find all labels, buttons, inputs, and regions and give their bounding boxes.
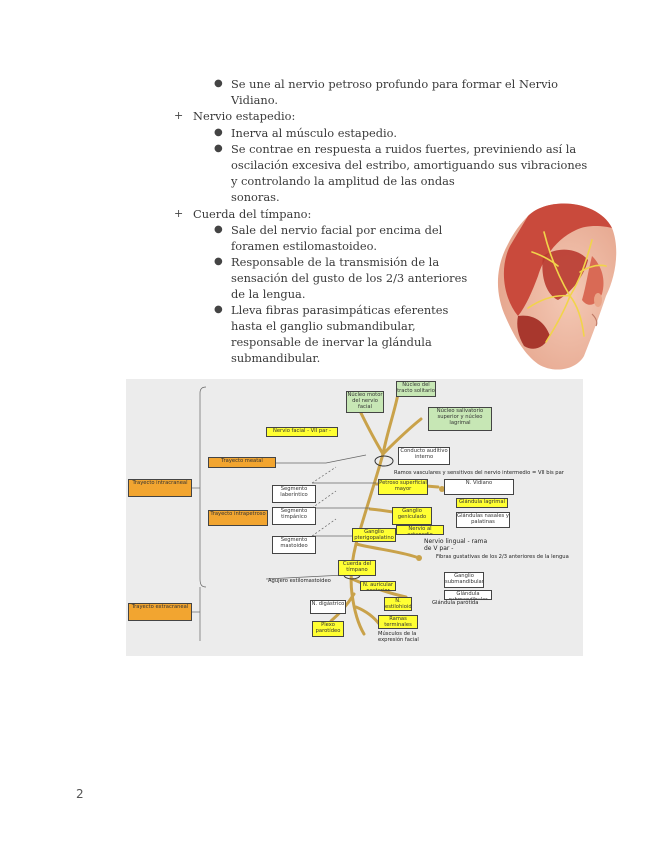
- subheading-cuerda-timpano: Cuerda del tímpano:: [193, 207, 312, 221]
- diagram-lines: [192, 386, 445, 641]
- box-glandulas-nasales: Glándulas nasales y palatinas: [456, 512, 510, 528]
- bullet-marker: ●: [214, 127, 223, 138]
- box-nucleo-motor: Núcleo motor del nervio facial: [346, 391, 384, 413]
- text-line: foramen estilomastoideo.: [231, 239, 377, 253]
- box-glandula-lagrimal: Glándula lagrimal: [456, 498, 508, 508]
- box-segmento-timpanico: Segmento timpánico: [272, 507, 316, 525]
- label-musculos-expresion: Músculos de la expresión facial: [378, 631, 419, 643]
- bullet-marker: ●: [214, 224, 223, 235]
- label-nervio-lingual: Nervio lingual - rama de V par -: [424, 538, 488, 552]
- text-line: responsable de inervar la glándula: [231, 335, 432, 349]
- box-nervio-facial: Nervio facial - VII par -: [266, 427, 338, 437]
- box-glandula-submandibular: Glándula submandibular: [444, 590, 492, 600]
- box-ganglio-geniculado: Ganglio geniculado: [392, 507, 432, 525]
- box-nucleo-tracto: Núcleo del tracto solitario: [396, 381, 436, 397]
- label-glandula-parotida: Glándula parótida: [432, 600, 479, 606]
- text-line: hasta el ganglio submandibular,: [231, 319, 416, 333]
- text-line: Inerva al músculo estapedio.: [231, 126, 397, 140]
- text-line: Se une al nervio petroso profundo para f…: [231, 77, 559, 91]
- box-plexo-parotideo: Plexo parotídeo: [312, 621, 344, 637]
- facial-nerve-diagram: Núcleo motor del nervio facial Núcleo de…: [126, 379, 583, 656]
- text-line: y controlando la amplitud de las ondas: [231, 174, 455, 188]
- text-line: sensación del gusto de los 2/3 anteriore…: [231, 271, 468, 285]
- box-n-digastrico: N. digástrico: [310, 600, 346, 614]
- box-trayecto-extracraneal: Trayecto extracraneal: [128, 603, 192, 621]
- box-cuerda-timpano: Cuerda del tímpano: [338, 560, 376, 576]
- text-line: Responsable de la transmisión de la: [231, 255, 440, 269]
- text-line: sonoras.: [231, 190, 280, 204]
- box-nervio-estapedio: Nervio al estapedio: [396, 525, 444, 535]
- box-ramas-terminales: Ramas terminales: [378, 615, 418, 629]
- label-agujero-estilomastoideo: Agujero estilomastoideo: [268, 578, 331, 584]
- text-line: Se contrae en respuesta a ruidos fuertes…: [231, 142, 577, 156]
- box-trayecto-meatal: Trayecto meatal: [208, 457, 276, 468]
- box-n-estilohioideo: N. estilohioideo: [384, 597, 412, 611]
- text-line: oscilación excesiva del estribo, amortig…: [231, 158, 588, 172]
- plus-marker: +: [174, 207, 184, 220]
- bullet-marker: ●: [214, 143, 223, 154]
- bullet-marker: ●: [214, 78, 223, 89]
- text-line: Vidiano.: [231, 93, 279, 107]
- box-ganglio-pterigopalatino: Ganglio pterigopalatino: [352, 528, 396, 542]
- subheading-nervio-estapedio: Nervio estapedio:: [193, 109, 296, 123]
- box-segmento-laberintico: Segmento laberíntico: [272, 485, 316, 503]
- text-line: de la lengua.: [231, 287, 306, 301]
- box-nucleo-salivatorio: Núcleo salivatorio superior y núcleo lag…: [428, 407, 492, 431]
- text-line: submandibular.: [231, 351, 321, 365]
- box-conducto-auditivo: Conducto auditivo interno: [398, 447, 450, 465]
- box-trayecto-intracraneal: Trayecto intracraneal: [128, 479, 192, 497]
- plus-marker: +: [174, 109, 184, 122]
- text-line: Sale del nervio facial por encima del: [231, 223, 443, 237]
- box-n-vidiano: N. Vidiano: [444, 479, 514, 495]
- label-fibras-gustativas: Fibras gustativas de los 2/3 anteriores …: [436, 554, 569, 560]
- text-line: Lleva fibras parasimpáticas eferentes: [231, 303, 449, 317]
- box-ganglio-submandibular: Ganglio submandibular: [444, 572, 484, 588]
- box-petroso-mayor: Petroso superficial mayor: [378, 479, 428, 495]
- page-number: 2: [76, 787, 84, 801]
- label-ramos-vasculares: Ramos vasculares y sensitivos del nervio…: [394, 470, 564, 476]
- facial-nerve-head-illustration: [497, 203, 617, 370]
- box-segmento-mastoideo: Segmento mastoideo: [272, 536, 316, 554]
- box-n-auricular: N. auricular posterior: [360, 581, 396, 591]
- bullet-marker: ●: [214, 304, 223, 315]
- bullet-marker: ●: [214, 256, 223, 267]
- box-trayecto-intrapetroso: Trayecto intrapetroso: [208, 510, 268, 526]
